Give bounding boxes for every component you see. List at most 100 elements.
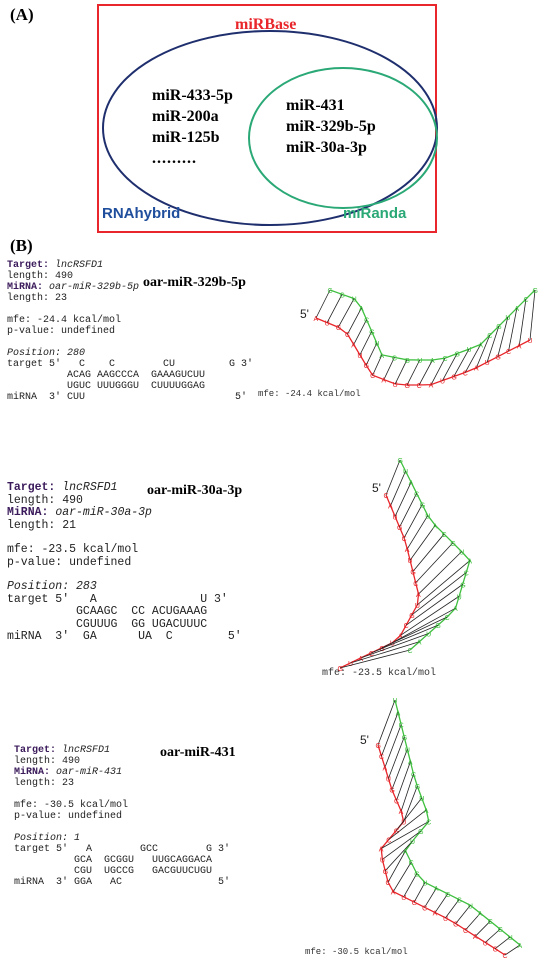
mirna-base: C: [364, 318, 369, 325]
mirna-base: U: [457, 594, 462, 601]
target-value: lncRSFD1: [62, 481, 118, 494]
base-pair-bond: [403, 873, 418, 898]
mirna-strand: [329, 289, 536, 361]
base-pair-bond: [360, 633, 429, 659]
panel-b-label: (B): [10, 236, 33, 255]
base-pair-bond: [518, 298, 527, 346]
mirna-base: G: [398, 458, 403, 465]
base-pair-bond: [453, 348, 470, 377]
base-pair-bond: [417, 560, 471, 606]
panel-a-label: (A): [10, 5, 34, 24]
base-pair-bond: [405, 584, 463, 626]
base-pair-bond: [377, 699, 396, 746]
base-pair-bond: [390, 470, 406, 506]
base-pair-bond: [371, 624, 439, 654]
target-base: C: [506, 349, 511, 356]
target-base: C: [386, 880, 391, 887]
mirna-value: oar-miR-431: [56, 767, 123, 778]
target-base: U: [325, 321, 330, 328]
mirna-base: A: [434, 886, 439, 893]
base-pair-bond: [396, 761, 411, 801]
target-base: G: [364, 363, 369, 370]
mirna-base: G: [460, 582, 465, 589]
intersection-item: miR-329b-5p: [286, 118, 376, 135]
mirna-base: A: [379, 353, 384, 360]
mirna-base: G: [454, 352, 459, 359]
mirna-base: G: [369, 329, 374, 336]
target-value: lncRSFD1: [62, 745, 111, 756]
mirna-base: G: [498, 927, 503, 934]
base-pair-bond: [399, 493, 418, 528]
mirna-base: A: [518, 943, 523, 950]
base-pair-bond: [392, 862, 412, 892]
structure-mfe: mfe: -30.5 kcal/mol: [305, 947, 408, 957]
target-base: A: [314, 316, 319, 323]
mirna-base: A: [396, 710, 401, 717]
intersection-item: miR-431: [286, 97, 345, 114]
target-base: U: [393, 514, 398, 521]
mirna-label: MiRNA:: [7, 506, 49, 519]
base-pair-bond: [400, 595, 460, 636]
target-base: C: [402, 536, 407, 543]
mirna-base: A: [478, 342, 483, 349]
structure-mfe: mfe: -24.4 kcal/mol: [258, 389, 361, 399]
target-base: U: [440, 379, 445, 386]
base-pair-bond: [388, 736, 405, 779]
base-pair-bond: [497, 317, 509, 357]
mirna-base: A: [453, 606, 458, 613]
mirna-base: U: [505, 315, 510, 322]
mirna-base: C: [487, 333, 492, 340]
base-pair-bond: [384, 724, 402, 768]
mirna-base: U: [422, 880, 427, 887]
base-pair-bond: [412, 533, 445, 572]
mirna-strand: [394, 699, 521, 946]
five-prime-marker: 5': [300, 307, 309, 321]
target-base: C: [422, 905, 427, 912]
base-pair-bond: [388, 809, 427, 840]
base-pair-bond: [394, 359, 408, 385]
length-mirna: length: 23: [7, 293, 68, 304]
base-pair-bond: [403, 785, 418, 822]
mirna-base: U: [352, 297, 357, 304]
hybrid-line: miRNA 3' GA UA C 5': [7, 630, 242, 643]
base-pair-bond: [394, 482, 412, 517]
mirna-base: G: [340, 292, 345, 299]
target-strand: [339, 494, 420, 669]
pvalue-text: p-value: undefined: [7, 326, 116, 337]
base-pair-bond: [391, 749, 408, 790]
target-base: A: [399, 809, 404, 816]
base-pair-bond: [387, 850, 406, 883]
mfe-text: mfe: -30.5 kcal/mol: [14, 800, 129, 811]
hybrid-line: CGUUUG GG UGACUUUC: [7, 617, 208, 631]
base-pair-bond: [383, 357, 395, 380]
mirna-label: MiRNA:: [14, 767, 51, 778]
target-base: A: [381, 378, 386, 385]
pvalue-text: p-value: undefined: [7, 555, 132, 569]
mirna-base: G: [533, 288, 538, 295]
base-pair-bond: [529, 289, 536, 341]
target-label: Target:: [7, 481, 56, 494]
mirna-base: U: [508, 935, 513, 942]
mirna-base: U: [393, 698, 398, 705]
mirna-value: oar-miR-30a-3p: [55, 506, 152, 519]
target-base: U: [443, 916, 448, 923]
entry-2-title: oar-miR-30a-3p: [147, 483, 243, 498]
base-pair-bond: [415, 542, 454, 584]
base-pair-bond: [392, 607, 456, 644]
base-pair-bond: [455, 905, 471, 924]
mirna-base: G: [404, 358, 409, 365]
mirna-base: U: [419, 796, 424, 803]
base-pair-bond: [339, 649, 411, 669]
mirna-base: C: [328, 288, 333, 295]
target-base: G: [412, 900, 417, 907]
mirna-base: G: [414, 872, 419, 879]
rnahybrid-only-list: miR-433-5p miR-200a miR-125b .........: [152, 85, 233, 169]
mirna-base: G: [450, 541, 455, 548]
mirna-base: C: [445, 892, 450, 899]
target-label: Target:: [14, 745, 57, 756]
mirna-base: U: [410, 839, 415, 846]
base-pair-bond: [315, 289, 331, 319]
mirna-base: C: [442, 356, 447, 363]
mirna-base: G: [435, 623, 440, 630]
mirna-base: U: [405, 747, 410, 754]
